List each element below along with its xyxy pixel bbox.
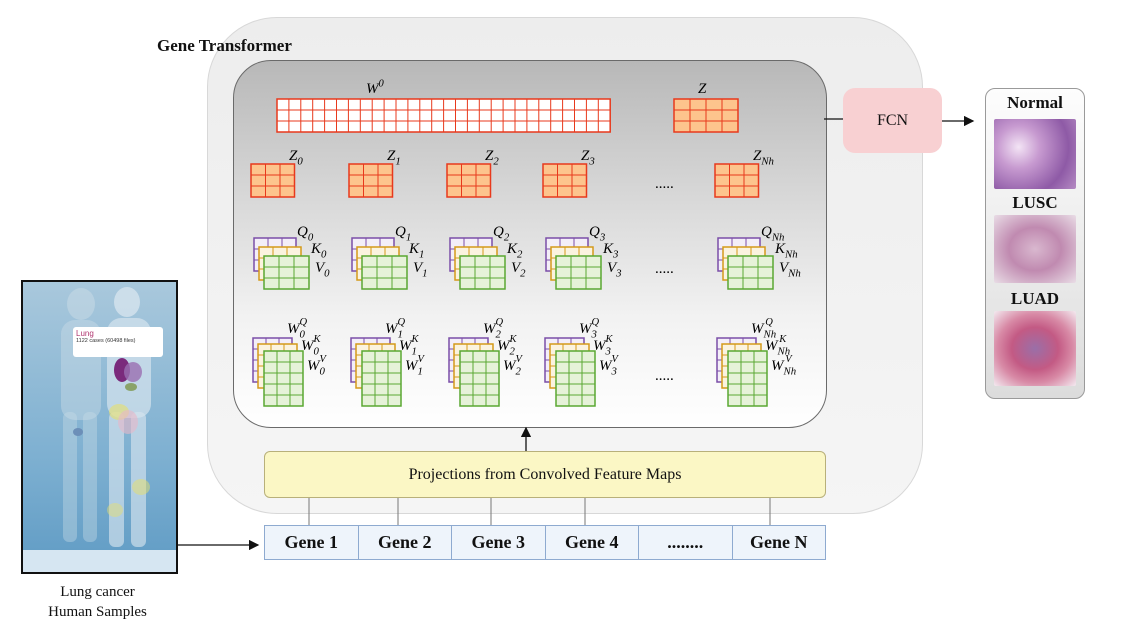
ellipsis-z: ..... bbox=[655, 176, 674, 192]
gene-token-ellipsis: ........ bbox=[639, 526, 733, 559]
projection-bar: Projections from Convolved Feature Maps bbox=[264, 451, 826, 498]
head-z-label: ZNh bbox=[753, 148, 774, 168]
gene-token-row: Gene 1 Gene 2 Gene 3 Gene 4 ........ Gen… bbox=[264, 525, 826, 560]
head-wv-label: W1V bbox=[405, 354, 426, 378]
sample-popup-detail: 1122 cases (60498 files) bbox=[76, 338, 136, 344]
output-matrix-z-label: Z bbox=[698, 81, 707, 97]
head-wk-label: W1K bbox=[399, 334, 420, 358]
head-wq-label: W1Q bbox=[385, 317, 406, 341]
gene-token: Gene 4 bbox=[546, 526, 639, 559]
class-label-normal: Normal bbox=[1007, 93, 1063, 112]
tissue-image-lusc bbox=[994, 215, 1076, 283]
human-body-icon bbox=[23, 287, 176, 572]
weight-matrix-w0 bbox=[276, 98, 611, 133]
gene-transformer-title: Gene Transformer bbox=[157, 36, 292, 55]
head-k-label: K1 bbox=[408, 241, 424, 261]
head-v-matrix bbox=[727, 255, 774, 290]
head-wk-label: WNhK bbox=[765, 334, 790, 358]
gene-token: Gene 2 bbox=[359, 526, 452, 559]
head-wq-label: W2Q bbox=[483, 317, 504, 341]
head-wv-matrix bbox=[263, 350, 304, 407]
head-v-label: VNh bbox=[779, 260, 801, 280]
head-q-label: Q2 bbox=[493, 224, 510, 244]
head-wv-matrix bbox=[555, 350, 596, 407]
head-wv-label: W3V bbox=[599, 354, 620, 378]
head-q-label: Q0 bbox=[297, 224, 314, 244]
head-v-label: V2 bbox=[511, 260, 526, 280]
head-wq-label: WNhQ bbox=[751, 317, 776, 341]
ellipsis-qkv: ..... bbox=[655, 261, 674, 277]
head-q-label: QNh bbox=[761, 224, 784, 244]
gene-token: Gene N bbox=[750, 532, 808, 552]
sample-popup: Lung 1122 cases (60498 files) bbox=[73, 327, 163, 357]
head-z-matrix bbox=[250, 163, 296, 198]
sample-popup-title: Lung bbox=[76, 329, 94, 338]
head-wq-label: W3Q bbox=[579, 317, 600, 341]
head-k-label: K0 bbox=[310, 241, 327, 261]
head-wv-matrix bbox=[727, 350, 768, 407]
head-wk-label: W2K bbox=[497, 334, 518, 358]
class-label-lusc: LUSC bbox=[1012, 193, 1058, 212]
head-wk-label: W3K bbox=[593, 334, 614, 358]
sample-caption-line2: Human Samples bbox=[48, 604, 147, 620]
sample-caption: Lung cancer Human Samples bbox=[21, 582, 174, 622]
tissue-image-luad bbox=[994, 311, 1076, 386]
head-wv-matrix bbox=[459, 350, 500, 407]
output-classes-panel: Normal LUSC LUAD bbox=[985, 88, 1085, 399]
head-v-matrix bbox=[263, 255, 310, 290]
head-q-label: Q1 bbox=[395, 224, 411, 244]
head-z-matrix bbox=[542, 163, 588, 198]
head-wv-label: WNhV bbox=[771, 354, 796, 378]
head-z-matrix bbox=[348, 163, 394, 198]
tissue-image-normal bbox=[994, 119, 1076, 189]
head-z-label: Z3 bbox=[581, 148, 595, 168]
head-k-label: K2 bbox=[506, 241, 523, 261]
head-wq-label: W0Q bbox=[287, 317, 308, 341]
head-k-label: KNh bbox=[774, 241, 798, 261]
head-k-label: K3 bbox=[602, 241, 619, 261]
gene-token: Gene 1 bbox=[265, 526, 359, 559]
ellipsis-w: ..... bbox=[655, 368, 674, 384]
sample-caption-line1: Lung cancer bbox=[60, 584, 135, 600]
head-v-label: V3 bbox=[607, 260, 622, 280]
head-z-label: Z0 bbox=[289, 148, 303, 168]
head-wv-label: W2V bbox=[503, 354, 524, 378]
head-wv-label: W0V bbox=[307, 354, 328, 378]
human-sample-image: Lung 1122 cases (60498 files) bbox=[21, 280, 178, 574]
head-z-label: Z1 bbox=[387, 148, 401, 168]
head-wv-matrix bbox=[361, 350, 402, 407]
head-v-label: V0 bbox=[315, 260, 330, 280]
head-v-matrix bbox=[459, 255, 506, 290]
gene-token: Gene 3 bbox=[452, 526, 546, 559]
output-matrix-z bbox=[673, 98, 739, 133]
head-v-matrix bbox=[555, 255, 602, 290]
weight-matrix-w0-label: W0 bbox=[366, 78, 385, 97]
head-z-matrix bbox=[714, 163, 760, 198]
head-wk-label: W0K bbox=[301, 334, 322, 358]
head-z-label: Z2 bbox=[485, 148, 499, 168]
head-z-matrix bbox=[446, 163, 492, 198]
fcn-block: FCN bbox=[843, 88, 942, 153]
head-v-matrix bbox=[361, 255, 408, 290]
head-v-label: V1 bbox=[413, 260, 428, 280]
head-q-label: Q3 bbox=[589, 224, 606, 244]
class-label-luad: LUAD bbox=[1010, 289, 1060, 308]
